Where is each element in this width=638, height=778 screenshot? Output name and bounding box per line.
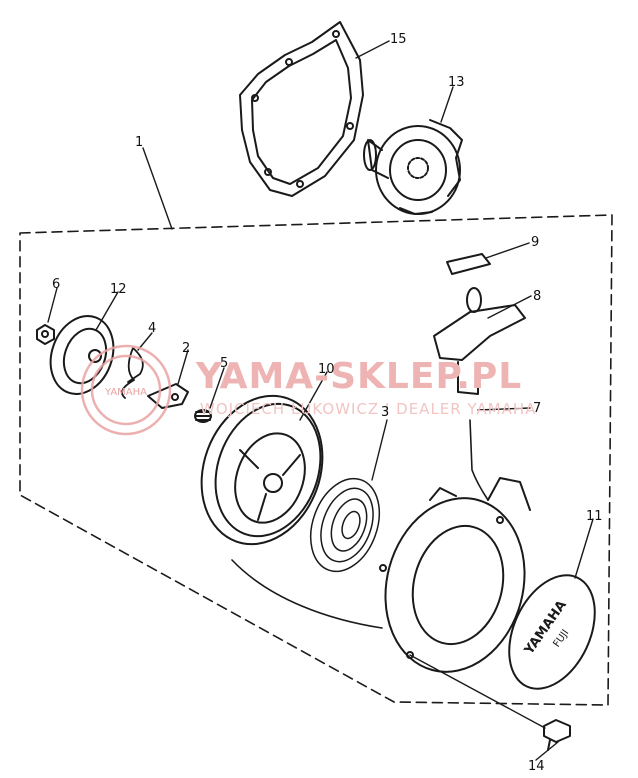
callout-14: 14 (528, 759, 545, 774)
watermark-logo-text: YAMAHA (104, 387, 147, 398)
starter-pulley (363, 119, 463, 215)
handle-insert (446, 253, 491, 275)
callout-9: 9 (531, 235, 540, 250)
pawl (147, 383, 189, 409)
callout-10: 10 (318, 362, 335, 377)
starter-case (379, 477, 531, 673)
starter-rope (231, 419, 489, 629)
callout-13: 13 (448, 75, 465, 90)
callout-11: 11 (586, 509, 603, 524)
watermark-logo (80, 344, 172, 436)
callout-8: 8 (533, 289, 542, 304)
callout-4: 4 (148, 321, 157, 336)
rope-reel (200, 394, 324, 546)
bolt (543, 719, 571, 751)
callout-3: 3 (381, 405, 390, 420)
watermark-title: YAMA-SKLEP.PL (196, 356, 523, 397)
starter-handle (433, 287, 526, 395)
pawl-spring (194, 409, 212, 423)
spring-clip (121, 347, 144, 399)
callout-2: 2 (182, 341, 191, 356)
nut (36, 324, 55, 345)
callout-5: 5 (220, 356, 229, 371)
gasket (239, 21, 364, 197)
spiral-spring (309, 477, 381, 573)
callout-15: 15 (390, 32, 407, 47)
leader-lines (47, 40, 594, 761)
callout-7: 7 (533, 401, 542, 416)
watermark-subtitle: WOJCIECH ŁUKOWICZ I DEALER YAMAHA (200, 400, 537, 418)
assembly-boundary (19, 214, 613, 706)
emblem-cover (508, 574, 596, 690)
callout-12: 12 (110, 282, 127, 297)
cover-text-fuji: FUJI (551, 628, 571, 650)
callout-6: 6 (52, 277, 61, 292)
callout-1: 1 (135, 135, 144, 150)
